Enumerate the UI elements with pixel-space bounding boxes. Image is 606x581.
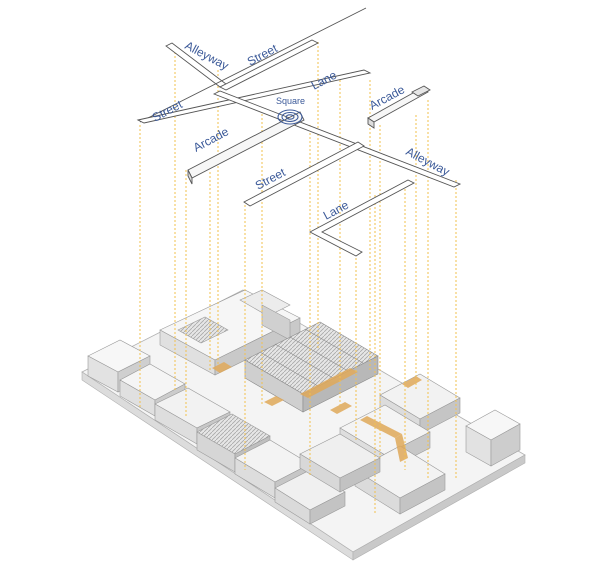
label-square: Square (276, 96, 305, 106)
label-alleyway-top: Alleyway (183, 38, 231, 73)
path-street-top (219, 39, 319, 91)
path-main-diagonal (212, 90, 462, 188)
building-cluster-north (159, 289, 301, 376)
label-street-left: Street (150, 97, 185, 125)
path-network (136, 7, 462, 257)
highlighted-paths (212, 362, 422, 462)
building-row-left (87, 339, 346, 525)
tower-east (465, 409, 521, 467)
label-arcade-left: Arcade (191, 124, 231, 154)
square-plaza (277, 109, 303, 125)
path-lane-mid (309, 179, 415, 257)
projection-lines (139, 42, 457, 515)
label-lane-top: Lane (309, 68, 339, 93)
path-street-mid (243, 141, 365, 207)
building-row-east (299, 373, 461, 515)
city-block-model (81, 289, 526, 561)
path-street-left (139, 7, 367, 123)
ground-plate-edge-right (352, 454, 526, 561)
